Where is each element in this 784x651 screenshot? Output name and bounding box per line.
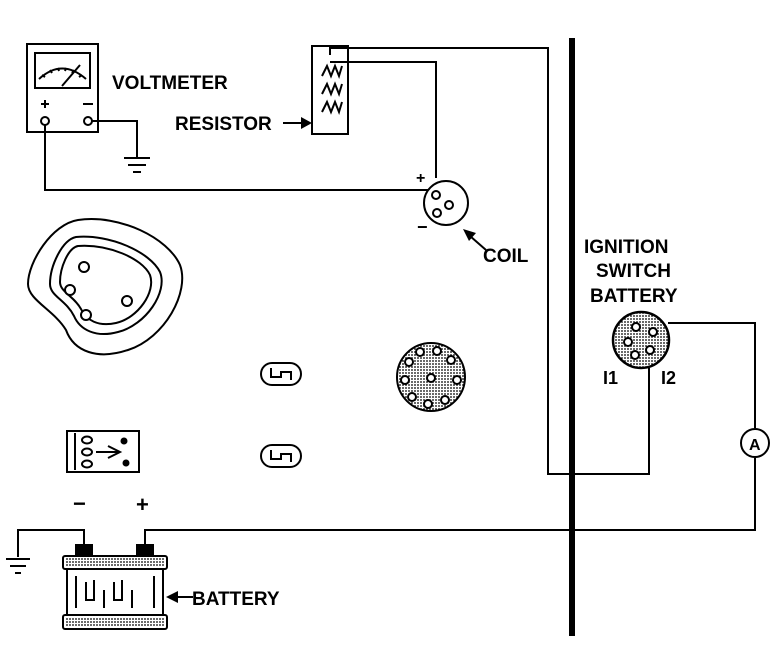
battery-arrow-icon bbox=[166, 591, 193, 603]
battery-label: BATTERY bbox=[192, 589, 280, 610]
connector-block-lower-icon bbox=[260, 444, 302, 468]
connector-block-upper-icon bbox=[260, 362, 302, 386]
voltmeter-positive-wire bbox=[44, 125, 434, 191]
voltmeter-icon bbox=[26, 43, 99, 133]
battery-minus-sign: − bbox=[73, 491, 86, 516]
voltmeter-label: VOLTMETER bbox=[112, 73, 228, 94]
coil-label: COIL bbox=[483, 246, 529, 267]
ignition-label-line1: IGNITION bbox=[584, 237, 668, 258]
ignition-terminal-i1: I1 bbox=[603, 368, 618, 388]
coil-minus-sign: − bbox=[417, 217, 428, 237]
multi-pin-connector-icon bbox=[396, 342, 466, 412]
resistor-supply-wire bbox=[329, 47, 572, 475]
ammeter-label: A bbox=[749, 437, 761, 454]
resistor-coil-wire bbox=[330, 61, 437, 178]
resistor-label: RESISTOR bbox=[175, 114, 272, 135]
battery-ground-wire bbox=[17, 529, 85, 557]
battery-positive-wire bbox=[144, 458, 756, 544]
ignition-label-line3: BATTERY bbox=[590, 286, 678, 307]
ignition-terminal-i2: I2 bbox=[661, 368, 676, 388]
distributor-cap-icon bbox=[26, 218, 184, 356]
battery-plus-sign: + bbox=[136, 492, 149, 517]
battery-icon bbox=[62, 544, 168, 630]
ammeter-icon bbox=[740, 428, 770, 458]
coil-arrow-icon bbox=[463, 229, 487, 251]
ignition-switch-icon bbox=[611, 310, 671, 370]
relay-icon bbox=[66, 430, 140, 473]
ignition-i1-wire bbox=[572, 368, 650, 475]
resistor-arrow-icon bbox=[283, 117, 312, 129]
voltmeter-ground-wire bbox=[92, 120, 138, 157]
coil-icon bbox=[423, 180, 469, 226]
ground-icon bbox=[124, 157, 150, 173]
coil-plus-sign: + bbox=[416, 170, 425, 187]
resistor-icon bbox=[311, 45, 349, 135]
battery-ground-icon bbox=[6, 558, 30, 574]
ignition-i2-wire bbox=[668, 322, 756, 428]
ignition-label-line2: SWITCH bbox=[596, 261, 671, 282]
